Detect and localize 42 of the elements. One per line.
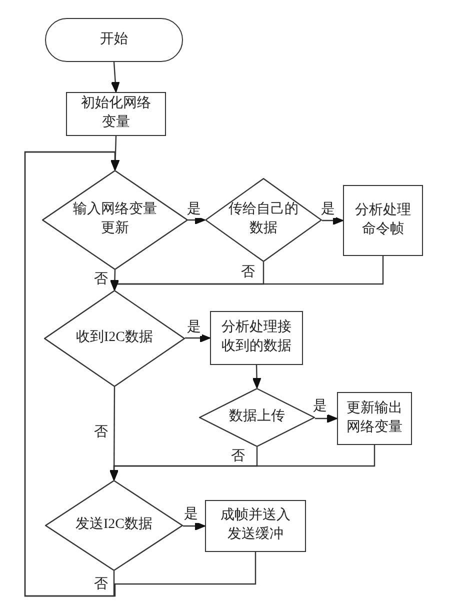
node-label: 分析处理命令帧 [354,202,412,238]
node-label: 分析处理接收到的数据 [220,319,292,356]
decision-diamond [205,178,322,262]
arrow [183,522,206,530]
process-box [66,92,166,136]
node-label: 收到I2C数据 [76,329,153,348]
decision-diamond [42,170,188,270]
arrow [110,62,120,92]
decision-diamond [199,388,315,447]
edge-label: 是 [183,507,199,523]
node-label: 初始化网络变量 [80,95,152,132]
node-label: 成帧并送入发送缓冲 [220,507,292,544]
arrow [322,216,344,225]
edge-label: 是 [320,202,336,218]
arrow [185,334,210,342]
process-box [343,185,423,256]
node-label: 发送I2C数据 [76,516,152,534]
decision-diamond [44,290,185,387]
arrow [110,256,384,290]
edge-label: 否 [93,272,109,288]
edge-label: 是 [186,320,202,336]
edge-label: 否 [93,577,109,593]
node-label: 开始 [100,30,128,49]
node-label: 数据上传 [229,408,285,426]
arrow [110,445,376,480]
start-terminal [45,18,183,62]
process-box [210,311,303,365]
node-label: 传给自己的数据 [228,201,300,238]
arrow [24,151,256,597]
node-label: 更新输出网络变量 [346,400,404,436]
arrow [252,364,262,388]
arrow [188,216,206,224]
process-box [205,500,306,552]
edge-label: 是 [312,399,328,415]
edge-label: 否 [230,449,246,465]
edge-label: 否 [93,425,109,441]
decision-diamond [45,480,183,571]
edge-label: 是 [186,202,202,218]
arrow [315,414,338,423]
process-box [337,392,412,445]
edge-label: 否 [240,265,256,281]
node-label: 输入网络变量更新 [72,201,158,238]
